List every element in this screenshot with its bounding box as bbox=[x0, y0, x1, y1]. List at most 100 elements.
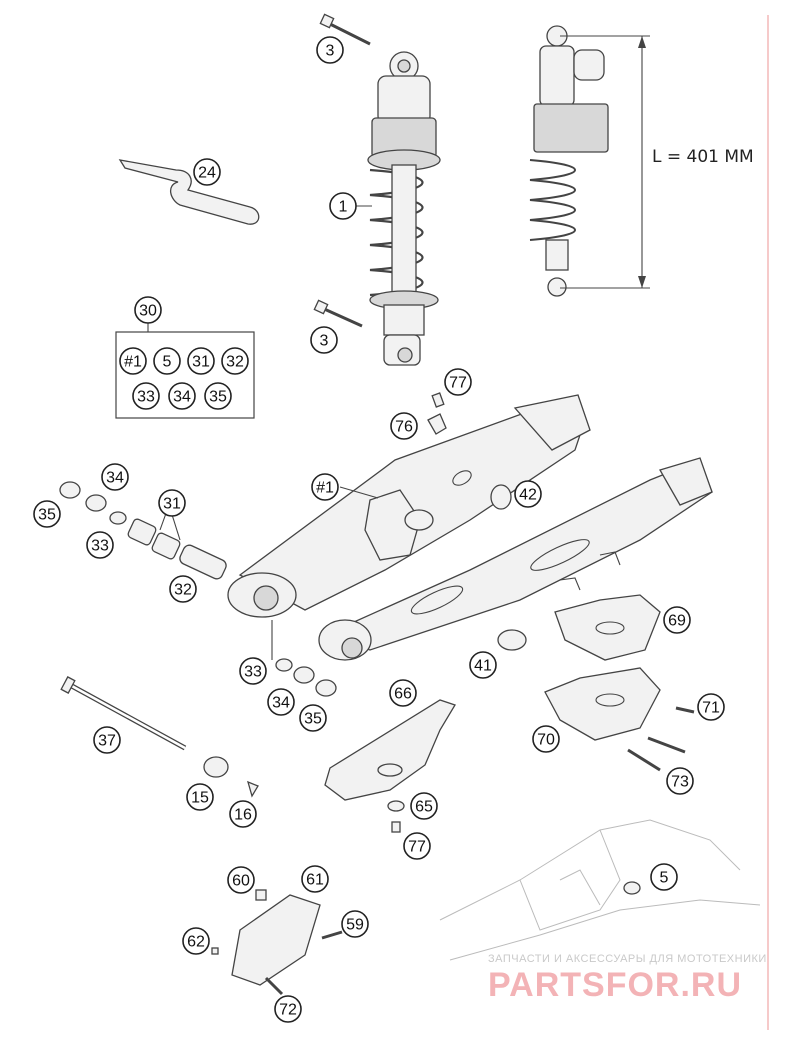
callout-label: 71 bbox=[702, 700, 720, 717]
callout-label: 5 bbox=[163, 354, 172, 371]
callout-15: 15 bbox=[186, 783, 214, 811]
callout-76: 76 bbox=[390, 412, 418, 440]
callout-label: 41 bbox=[474, 658, 492, 675]
watermark-caption: ЗАПЧАСТИ И АКСЕССУАРЫ ДЛЯ МОТОТЕХНИКИ bbox=[488, 953, 767, 965]
callout-label: 31 bbox=[192, 354, 210, 371]
callout-label: #1 bbox=[124, 354, 142, 371]
callout-label: 77 bbox=[408, 839, 426, 856]
callout-32: 32 bbox=[221, 347, 249, 375]
callout-73: 73 bbox=[666, 767, 694, 795]
callout-label: 16 bbox=[234, 807, 252, 824]
callout-69: 69 bbox=[663, 606, 691, 634]
callout-label: 60 bbox=[232, 873, 250, 890]
callout-33: 33 bbox=[132, 382, 160, 410]
swingarm-axle bbox=[60, 676, 259, 798]
callout-hash1: #1 bbox=[119, 347, 147, 375]
bearing-ring bbox=[490, 484, 512, 510]
callout-label: 35 bbox=[209, 389, 227, 406]
callout-label: 15 bbox=[191, 790, 209, 807]
callout-3: 3 bbox=[310, 326, 338, 354]
kit-box bbox=[115, 331, 255, 419]
callout-33: 33 bbox=[239, 657, 267, 685]
swingarm-drawing bbox=[227, 394, 713, 661]
callout-label: 31 bbox=[163, 496, 181, 513]
callout-label: 69 bbox=[668, 613, 686, 630]
callout-label: 66 bbox=[394, 686, 412, 703]
callout-label: 1 bbox=[339, 199, 348, 216]
callout-62: 62 bbox=[182, 927, 210, 955]
callout-33: 33 bbox=[86, 531, 114, 559]
callout-label: 5 bbox=[660, 870, 669, 887]
callout-label: 61 bbox=[306, 872, 324, 889]
callout-label: 30 bbox=[139, 303, 157, 320]
callout-35: 35 bbox=[33, 500, 61, 528]
callout-label: 73 bbox=[671, 774, 689, 791]
callout-71: 71 bbox=[697, 693, 725, 721]
callout-label: 34 bbox=[173, 389, 191, 406]
seal-ring bbox=[497, 629, 527, 651]
callout-72: 72 bbox=[274, 995, 302, 1023]
callout-70: 70 bbox=[532, 725, 560, 753]
callout-label: 59 bbox=[346, 917, 364, 934]
callout-label: 35 bbox=[38, 507, 56, 524]
callout-37: 37 bbox=[93, 726, 121, 754]
callout-label: 65 bbox=[415, 799, 433, 816]
chain-slider-drawing bbox=[324, 699, 456, 801]
callout-66: 66 bbox=[389, 679, 417, 707]
callout-5: 5 bbox=[153, 347, 181, 375]
shock-absorber-drawing bbox=[313, 13, 441, 366]
lower-bearing-set bbox=[275, 658, 337, 697]
lower-guide-drawing bbox=[211, 889, 343, 996]
callout-label: 3 bbox=[326, 43, 335, 60]
callout-label: 34 bbox=[106, 470, 124, 487]
callout-label: 32 bbox=[174, 582, 192, 599]
callout-24: 24 bbox=[193, 158, 221, 186]
callout-label: 34 bbox=[272, 695, 290, 712]
callout-35: 35 bbox=[299, 704, 327, 732]
callout-label: 35 bbox=[304, 711, 322, 728]
callout-77: 77 bbox=[444, 368, 472, 396]
callout-31: 31 bbox=[158, 489, 186, 517]
callout-label: 70 bbox=[537, 732, 555, 749]
callout-label: 62 bbox=[187, 934, 205, 951]
callout-5: 5 bbox=[650, 863, 678, 891]
callout-34: 34 bbox=[267, 688, 295, 716]
callout-77: 77 bbox=[403, 832, 431, 860]
hook-wrench-drawing bbox=[118, 159, 260, 225]
callout-label: 33 bbox=[244, 664, 262, 681]
bolt-clip-set bbox=[427, 392, 447, 435]
shock-length-dimension: L = 401 MM bbox=[652, 147, 754, 167]
callout-34: 34 bbox=[101, 463, 129, 491]
callout-60: 60 bbox=[227, 866, 255, 894]
watermark-brand: PARTSFOR.RU bbox=[488, 966, 742, 1004]
callout-61: 61 bbox=[301, 865, 329, 893]
callout-42: 42 bbox=[514, 480, 542, 508]
callout-label: 37 bbox=[98, 733, 116, 750]
callout-hash1: #1 bbox=[311, 473, 339, 501]
callout-label: 76 bbox=[395, 419, 413, 436]
callout-16: 16 bbox=[229, 800, 257, 828]
callout-label: 24 bbox=[198, 165, 216, 182]
callout-1: 1 bbox=[329, 192, 357, 220]
shock-dimension-drawing bbox=[529, 25, 650, 297]
callout-30: 30 bbox=[134, 296, 162, 324]
pivot-bearing-set bbox=[59, 481, 227, 580]
callout-label: 72 bbox=[279, 1002, 297, 1019]
callout-34: 34 bbox=[168, 382, 196, 410]
callout-label: 33 bbox=[91, 538, 109, 555]
callout-32: 32 bbox=[169, 575, 197, 603]
callout-3: 3 bbox=[316, 36, 344, 64]
callout-41: 41 bbox=[469, 651, 497, 679]
callout-label: 32 bbox=[226, 354, 244, 371]
callout-31: 31 bbox=[187, 347, 215, 375]
callout-label: 42 bbox=[519, 487, 537, 504]
callout-label: 77 bbox=[449, 375, 467, 392]
frame-outline-drawing bbox=[439, 819, 761, 961]
callout-label: #1 bbox=[316, 480, 334, 497]
chain-guide-drawing bbox=[544, 594, 661, 741]
callout-59: 59 bbox=[341, 910, 369, 938]
callout-label: 33 bbox=[137, 389, 155, 406]
callout-65: 65 bbox=[410, 792, 438, 820]
